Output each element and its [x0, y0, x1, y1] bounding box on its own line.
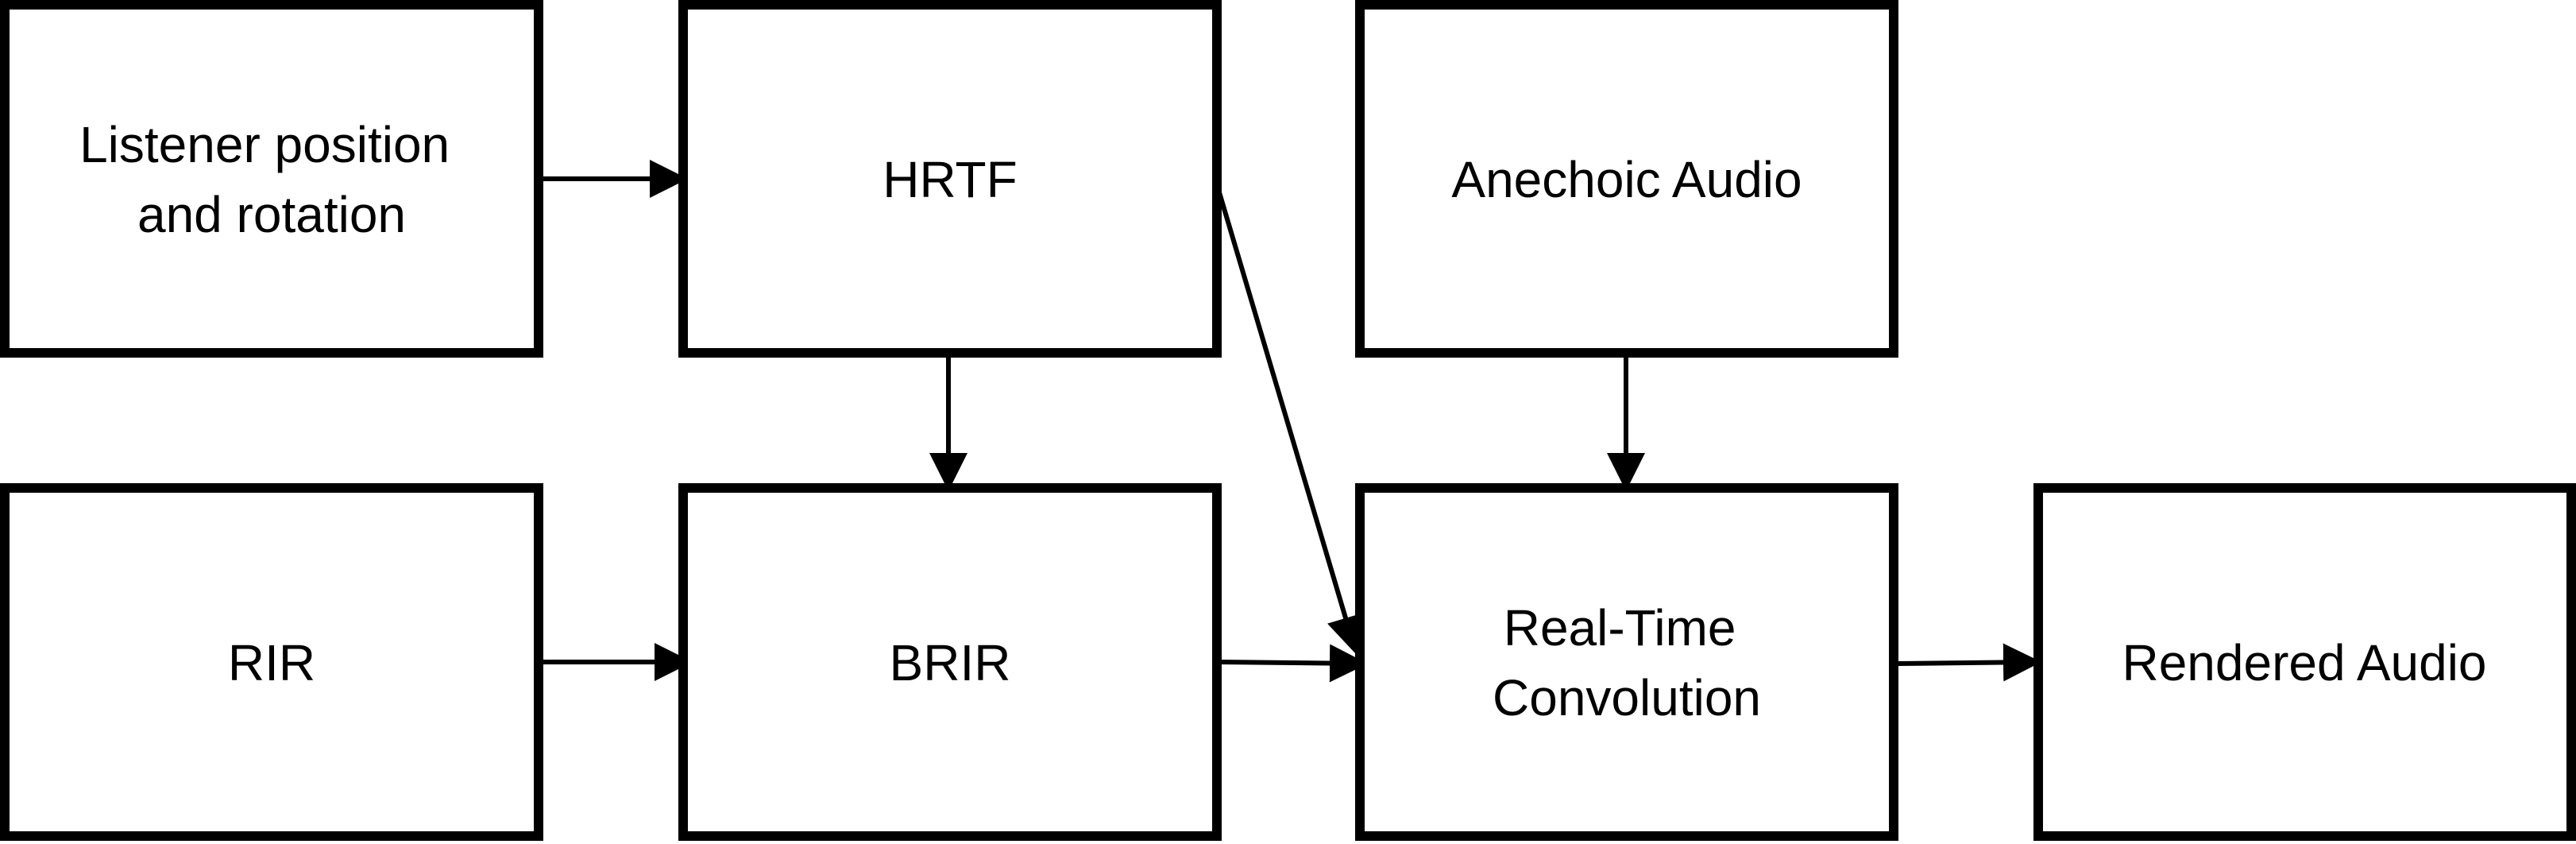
node-convolution-line-1: Real-Time	[1504, 599, 1736, 656]
node-rendered-audio: Rendered Audio	[2033, 483, 2576, 841]
node-rendered-label: Rendered Audio	[2122, 634, 2486, 691]
node-convolution-label: Real-Time Convolution	[1493, 599, 1761, 726]
node-listener-position: Listener position and rotation	[0, 0, 543, 358]
node-brir-line-1: BRIR	[890, 634, 1011, 691]
node-rendered-box	[2033, 483, 2576, 841]
edge-brir-to-convolution	[1219, 644, 1368, 683]
node-listener-label: Listener position and rotation	[79, 116, 464, 243]
node-rir: RIR	[0, 483, 543, 841]
node-real-time-convolution: Real-Time Convolution	[1355, 483, 1898, 841]
node-hrtf: HRTF	[678, 0, 1222, 358]
node-anechoic-audio: Anechoic Audio	[1355, 0, 1898, 358]
node-brir-box	[678, 483, 1222, 841]
node-convolution-box	[1355, 483, 1898, 841]
node-rir-line-1: RIR	[228, 634, 315, 691]
node-hrtf-line-1: HRTF	[882, 151, 1017, 208]
node-anechoic-box	[1355, 0, 1898, 358]
node-listener-box	[0, 0, 543, 358]
node-hrtf-box	[678, 0, 1222, 358]
node-brir-label: BRIR	[890, 634, 1011, 691]
node-listener-line-2: and rotation	[137, 186, 406, 243]
node-anechoic-label: Anechoic Audio	[1451, 151, 1802, 208]
node-convolution-line-2: Convolution	[1493, 669, 1761, 726]
node-brir: BRIR	[678, 483, 1222, 841]
node-rir-box	[0, 483, 543, 841]
node-anechoic-line-1: Anechoic Audio	[1451, 151, 1802, 208]
edge-hrtf-to-convolution	[1215, 184, 1365, 655]
edge-convolution-to-rendered	[1896, 643, 2041, 682]
node-rir-label: RIR	[228, 634, 315, 691]
node-listener-line-1: Listener position	[79, 116, 450, 173]
node-rendered-line-1: Rendered Audio	[2122, 634, 2486, 691]
node-hrtf-label: HRTF	[882, 151, 1017, 208]
